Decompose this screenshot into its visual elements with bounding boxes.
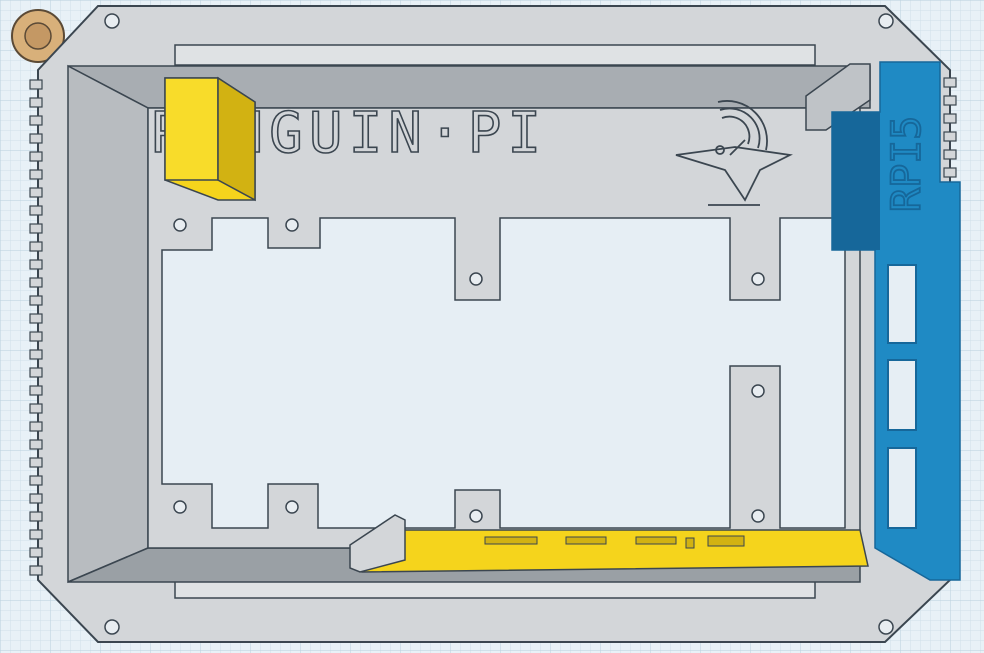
board-pad — [635, 536, 677, 545]
right-fins-group — [943, 77, 957, 178]
vent-fin — [29, 313, 43, 324]
vent-fin — [29, 547, 43, 558]
vent-fin — [29, 457, 43, 468]
vent-fin — [943, 167, 957, 178]
vent-fin — [29, 169, 43, 180]
board-pad — [707, 535, 745, 547]
tan-ring-icon[interactable] — [11, 9, 65, 63]
board-pad — [685, 537, 695, 549]
vent-fin — [29, 511, 43, 522]
board-cutout — [161, 217, 846, 529]
vent-fin — [29, 565, 43, 576]
vent-fin — [29, 529, 43, 540]
vent-fin — [29, 259, 43, 270]
port-slot — [887, 447, 917, 529]
board-pad — [565, 536, 607, 545]
vent-fin — [29, 115, 43, 126]
vent-fin — [943, 95, 957, 106]
penguin-antenna-logo-icon — [675, 100, 793, 206]
corner-screws — [104, 13, 894, 635]
vent-fin — [29, 403, 43, 414]
yellow-insert-block[interactable] — [164, 76, 256, 202]
port-slot — [887, 264, 917, 344]
vent-fin — [29, 349, 43, 360]
vent-fin — [29, 277, 43, 288]
vent-fin — [29, 295, 43, 306]
vent-fin — [29, 241, 43, 252]
vent-fin — [943, 131, 957, 142]
board-pad — [484, 536, 538, 545]
vent-fin — [29, 385, 43, 396]
vent-fin — [29, 331, 43, 342]
vent-fin — [29, 151, 43, 162]
vent-fin — [29, 205, 43, 216]
corner-block — [805, 63, 871, 131]
vent-fin — [29, 187, 43, 198]
vent-fin — [29, 133, 43, 144]
vent-fin — [943, 113, 957, 124]
vent-fin — [29, 421, 43, 432]
mount-holes — [173, 218, 765, 523]
vent-fin — [943, 77, 957, 88]
vent-fin — [29, 97, 43, 108]
vent-fin — [29, 223, 43, 234]
port-slot — [887, 359, 917, 431]
vent-fin — [29, 439, 43, 450]
yellow-bottom-board[interactable] — [349, 514, 869, 573]
rpi5-side-panel[interactable]: RPI5 — [831, 61, 961, 581]
vent-fin — [29, 79, 43, 90]
vent-fin — [29, 493, 43, 504]
left-fins-group — [29, 79, 43, 576]
rpi5-label: RPI5 — [884, 116, 930, 212]
vent-fin — [29, 367, 43, 378]
vent-fin — [943, 149, 957, 160]
vent-fin — [29, 475, 43, 486]
